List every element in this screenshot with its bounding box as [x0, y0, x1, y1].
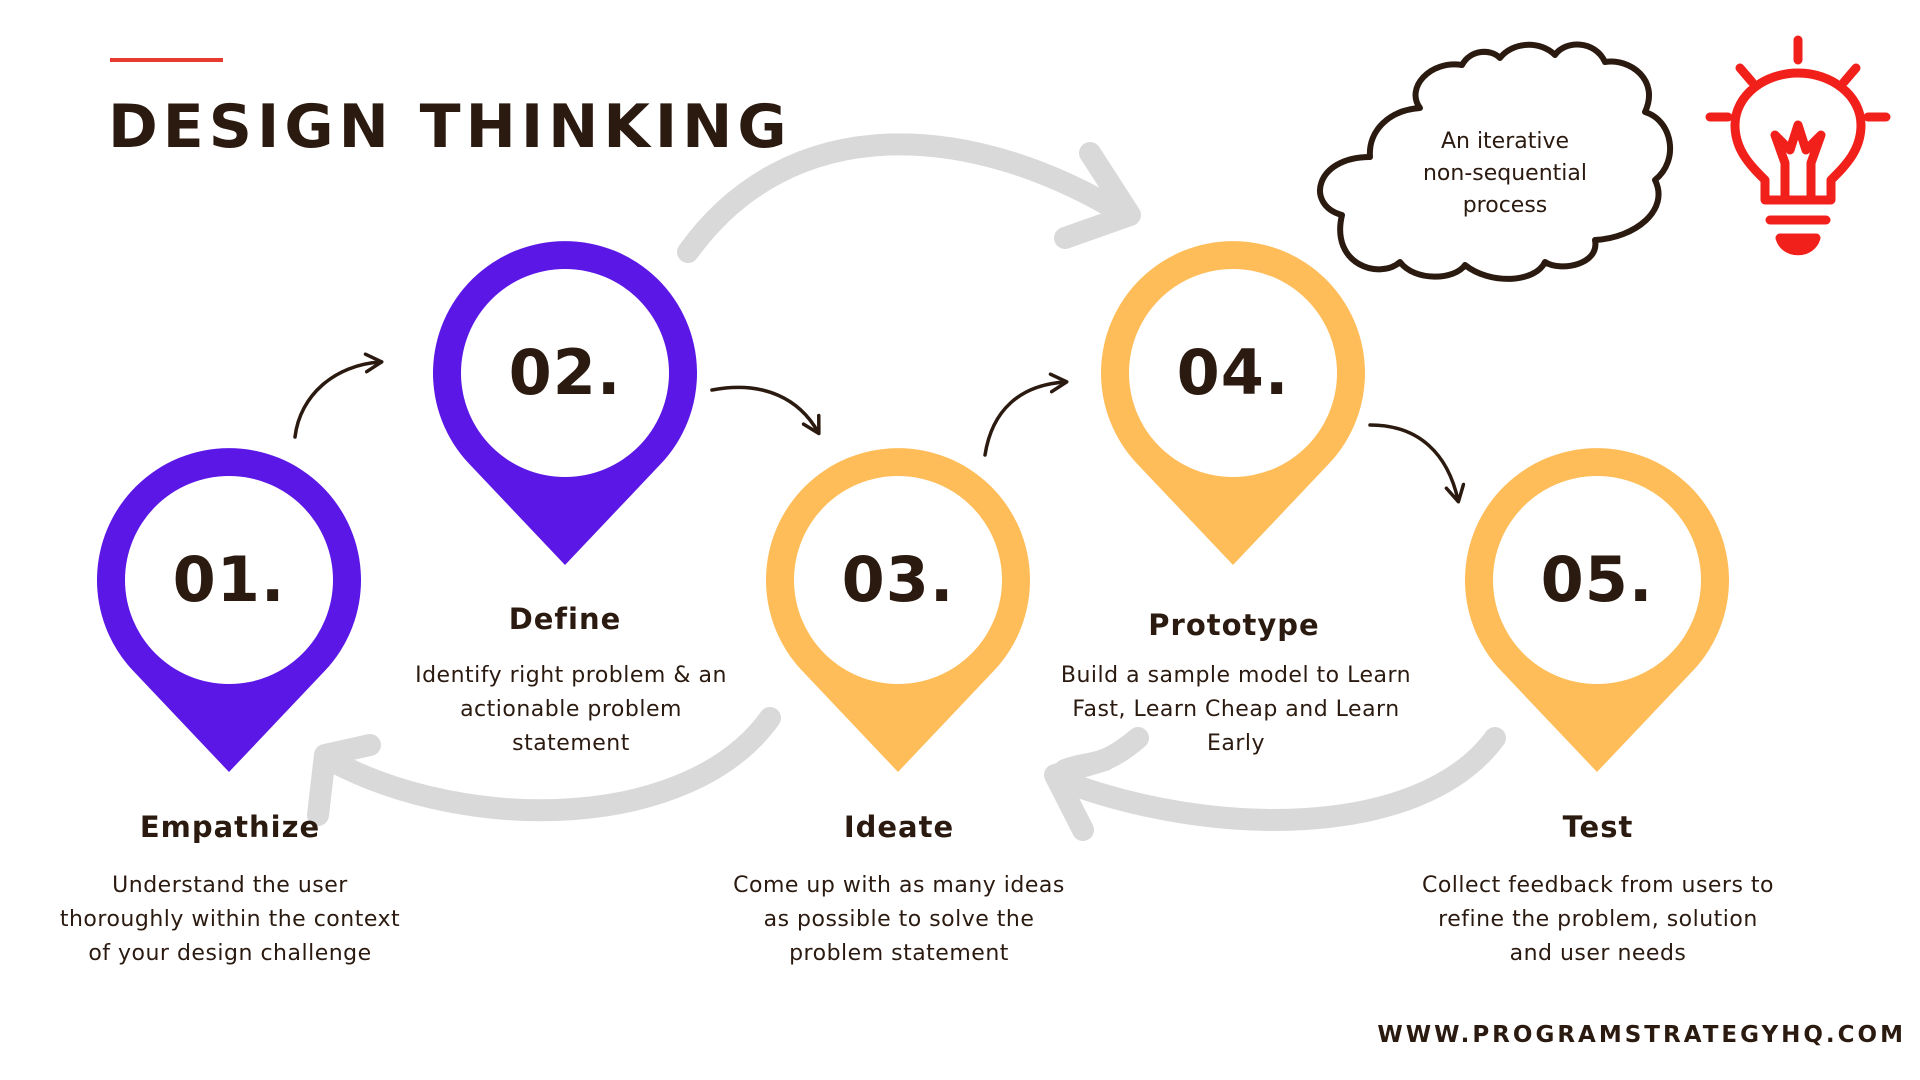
step-pin-inner-circle	[125, 476, 333, 684]
step-description-prototype: Build a sample model to Learn Fast, Lear…	[1046, 659, 1426, 761]
description-line: Early	[1206, 731, 1266, 756]
connector-arrows	[293, 352, 1466, 504]
step-description-empathize: Understand the user thoroughly within th…	[40, 869, 420, 971]
step-number: 05.	[1540, 543, 1654, 616]
grey-arrow-bottom-left-head	[307, 734, 381, 826]
cloud-line: An iterative	[1440, 129, 1570, 154]
lightbulb-icon	[1705, 35, 1891, 256]
grey-arrow-bottom-left	[319, 707, 781, 822]
description-line: statement	[512, 731, 630, 756]
step-pin-inner-circle	[1129, 269, 1337, 477]
arrow-3-to-4	[983, 372, 1069, 457]
description-line: Build a sample model to Learn	[1060, 663, 1412, 688]
step-pins	[97, 241, 1730, 772]
description-line: Come up with as many ideas	[733, 873, 1065, 898]
cloud-caption: An iterative non-sequential process	[1390, 126, 1620, 222]
page-title: DESIGN THINKING	[108, 92, 792, 162]
step-description-ideate: Come up with as many ideas as possible t…	[709, 869, 1089, 971]
step-title-test: Test	[1562, 810, 1634, 844]
title-accent-bar	[110, 58, 223, 62]
step-description-test: Collect feedback from users to refine th…	[1408, 869, 1788, 971]
description-line: of your design challenge	[88, 941, 372, 966]
grey-arrow-top-head	[1054, 142, 1141, 249]
step-number: 03.	[841, 543, 955, 616]
grey-arrow-bottom-right2	[1049, 727, 1506, 831]
description-line: actionable problem	[460, 697, 682, 722]
grey-cycle-arrows	[307, 133, 1506, 841]
step-title-define: Define	[508, 602, 622, 636]
step-pin-inner-circle	[1493, 476, 1701, 684]
cloud-line: process	[1462, 193, 1548, 218]
step-number: 01.	[172, 543, 286, 616]
description-line: Collect feedback from users to	[1421, 873, 1775, 898]
step-number: 04.	[1176, 336, 1290, 409]
step-number: 02.	[508, 336, 622, 409]
arrow-4-to-5	[1368, 423, 1466, 504]
description-line: Fast, Learn Cheap and Learn	[1072, 697, 1400, 722]
description-line: Understand the user	[112, 873, 348, 898]
website-url[interactable]: WWW.PROGRAMSTRATEGYHQ.COM	[1377, 1022, 1906, 1048]
description-line: refine the problem, solution	[1438, 907, 1758, 932]
description-line: thoroughly within the context	[59, 907, 401, 932]
step-title-prototype: Prototype	[1148, 608, 1320, 642]
description-line: problem statement	[789, 941, 1009, 966]
description-line: as possible to solve the	[763, 907, 1035, 932]
grey-arrow-top	[677, 133, 1136, 263]
step-description-define: Identify right problem & an actionable p…	[381, 659, 761, 761]
arrow-2-to-3	[710, 385, 821, 436]
description-line: Identify right problem & an	[415, 663, 727, 688]
cloud-line: non-sequential	[1422, 161, 1587, 186]
step-title-empathize: Empathize	[139, 810, 321, 844]
step-title-ideate: Ideate	[843, 810, 955, 844]
grey-arrow-bottom-right-head	[1044, 749, 1116, 841]
step-pin-inner-circle	[794, 476, 1002, 684]
arrow-1-to-2	[293, 352, 384, 439]
cloud-shape	[1317, 41, 1673, 282]
step-pin-inner-circle	[461, 269, 669, 477]
description-line: and user needs	[1509, 941, 1687, 966]
